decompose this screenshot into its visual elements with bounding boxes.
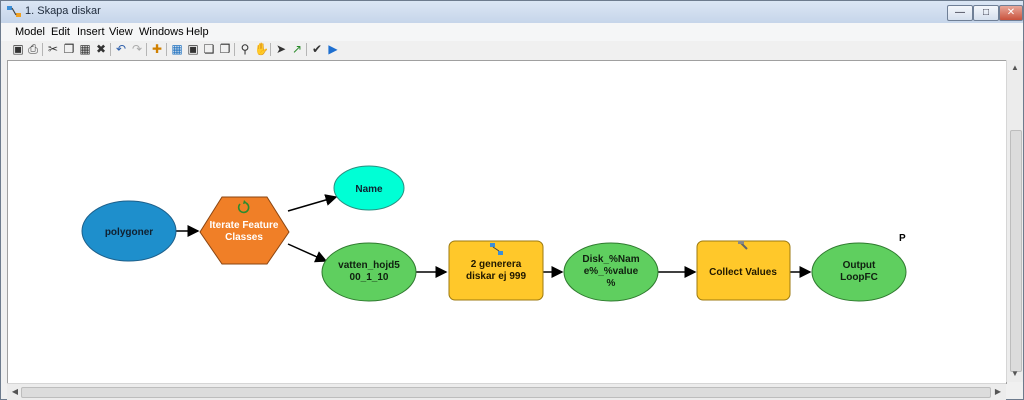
connector-iterate-name bbox=[287, 194, 338, 212]
toolbar-separator bbox=[110, 43, 111, 56]
add-data-icon[interactable]: ✚ bbox=[151, 42, 163, 56]
zoom-in-icon[interactable]: ⚲ bbox=[240, 42, 250, 56]
close-icon: ✕ bbox=[1006, 7, 1016, 18]
node-label-line1: Output bbox=[843, 260, 876, 271]
menu-help[interactable]: Help bbox=[186, 26, 209, 38]
iterate-icon bbox=[237, 200, 250, 214]
scroll-right-icon[interactable]: ▶ bbox=[994, 387, 1002, 396]
model-diagram: polygoner Iterate Feature Classes Name bbox=[81, 165, 907, 302]
toolbar: ▣ ⎙ ✂ ❐ ▦ ✖ ↶ ↷ ✚ ▦ ▣ ❏ ❐ ⚲ ✋ ➤ ↗ ✔ ▶ bbox=[1, 41, 1023, 59]
node-name[interactable]: Name bbox=[333, 165, 405, 211]
node-label: Name bbox=[355, 184, 383, 195]
maximize-icon: □ bbox=[982, 7, 990, 18]
title-bar: 1. Skapa diskar — □ ✕ bbox=[1, 1, 1023, 23]
node-iterate-feature-classes[interactable]: Iterate Feature Classes bbox=[199, 196, 290, 265]
menu-edit[interactable]: Edit bbox=[51, 26, 70, 38]
minimize-icon: — bbox=[955, 7, 965, 18]
print-icon[interactable]: ⎙ bbox=[28, 42, 38, 56]
validate-icon[interactable]: ✔ bbox=[311, 42, 323, 56]
menu-bar: Model Edit Insert View Windows Help bbox=[1, 23, 1023, 41]
pan-icon[interactable]: ✋ bbox=[254, 42, 269, 56]
redo-icon[interactable]: ↷ bbox=[131, 42, 143, 56]
window-title: 1. Skapa diskar bbox=[25, 5, 101, 17]
delete-icon[interactable]: ✖ bbox=[95, 42, 107, 56]
cut-icon[interactable]: ✂ bbox=[47, 42, 59, 56]
parameter-marker: P bbox=[899, 233, 906, 244]
menu-windows[interactable]: Windows bbox=[139, 26, 184, 38]
save-icon[interactable]: ▣ bbox=[12, 42, 24, 56]
connectors bbox=[176, 194, 812, 278]
toolbar-separator bbox=[42, 43, 43, 56]
full-extent-icon[interactable]: ▣ bbox=[187, 42, 199, 56]
node-vatten-hojd[interactable]: vatten_hojd5 00_1_10 bbox=[321, 242, 417, 302]
node-label-line3: % bbox=[607, 278, 616, 289]
model-tool-icon bbox=[490, 243, 503, 255]
node-output-loopfc[interactable]: Output LoopFC bbox=[811, 242, 907, 302]
scroll-up-icon[interactable]: ▲ bbox=[1011, 63, 1019, 72]
run-icon[interactable]: ▶ bbox=[328, 42, 338, 56]
node-label-line1: Iterate Feature bbox=[210, 220, 279, 231]
scroll-left-icon[interactable]: ◀ bbox=[11, 387, 19, 396]
menu-model[interactable]: Model bbox=[15, 26, 45, 38]
node-disk-output[interactable]: Disk_%Nam e%_%value % bbox=[563, 242, 659, 302]
auto-layout-icon[interactable]: ▦ bbox=[171, 42, 183, 56]
connect-icon[interactable]: ↗ bbox=[291, 42, 303, 56]
horizontal-scrollbar[interactable]: ◀ ▶ bbox=[7, 383, 1006, 400]
menu-insert[interactable]: Insert bbox=[77, 26, 105, 38]
maximize-button[interactable]: □ bbox=[973, 5, 999, 21]
node-label-line2: e%_%value bbox=[584, 266, 639, 277]
node-label-line2: diskar ej 999 bbox=[466, 271, 526, 282]
toolbar-separator bbox=[146, 43, 147, 56]
node-label-line2: 00_1_10 bbox=[350, 272, 389, 283]
toolbar-separator bbox=[270, 43, 271, 56]
node-generera-diskar[interactable]: 2 generera diskar ej 999 bbox=[448, 240, 544, 301]
toolbar-separator bbox=[166, 43, 167, 56]
scroll-down-icon[interactable]: ▼ bbox=[1011, 369, 1019, 378]
minimize-button[interactable]: — bbox=[947, 5, 973, 21]
node-label: Collect Values bbox=[709, 267, 777, 278]
node-label-line2: LoopFC bbox=[840, 272, 878, 283]
hammer-icon bbox=[738, 241, 748, 250]
undo-icon[interactable]: ↶ bbox=[115, 42, 127, 56]
toolbar-separator bbox=[234, 43, 235, 56]
vertical-scroll-thumb[interactable] bbox=[1010, 130, 1022, 372]
node-label-line1: Disk_%Nam bbox=[582, 254, 639, 265]
node-label-line1: 2 generera bbox=[471, 259, 522, 270]
toolbar-separator bbox=[306, 43, 307, 56]
select-icon[interactable]: ➤ bbox=[275, 42, 287, 56]
model-icon bbox=[7, 6, 21, 17]
vertical-scrollbar[interactable]: ▲ ▼ bbox=[1006, 60, 1023, 382]
copy-icon[interactable]: ❐ bbox=[63, 42, 75, 56]
node-label-line2: Classes bbox=[225, 232, 263, 243]
node-polygoner[interactable]: polygoner bbox=[81, 200, 177, 262]
fixed-zoom-in-icon[interactable]: ❏ bbox=[203, 42, 215, 56]
paste-icon[interactable]: ▦ bbox=[79, 42, 91, 56]
menu-view[interactable]: View bbox=[109, 26, 133, 38]
node-collect-values[interactable]: Collect Values bbox=[696, 240, 791, 301]
model-canvas[interactable]: polygoner Iterate Feature Classes Name bbox=[7, 60, 1007, 384]
connector-iterate-vatten bbox=[287, 243, 328, 263]
horizontal-scroll-thumb[interactable] bbox=[21, 387, 991, 398]
node-label-line1: vatten_hojd5 bbox=[338, 260, 400, 271]
node-label: polygoner bbox=[105, 227, 153, 238]
close-button[interactable]: ✕ bbox=[999, 5, 1023, 21]
fixed-zoom-out-icon[interactable]: ❐ bbox=[219, 42, 231, 56]
